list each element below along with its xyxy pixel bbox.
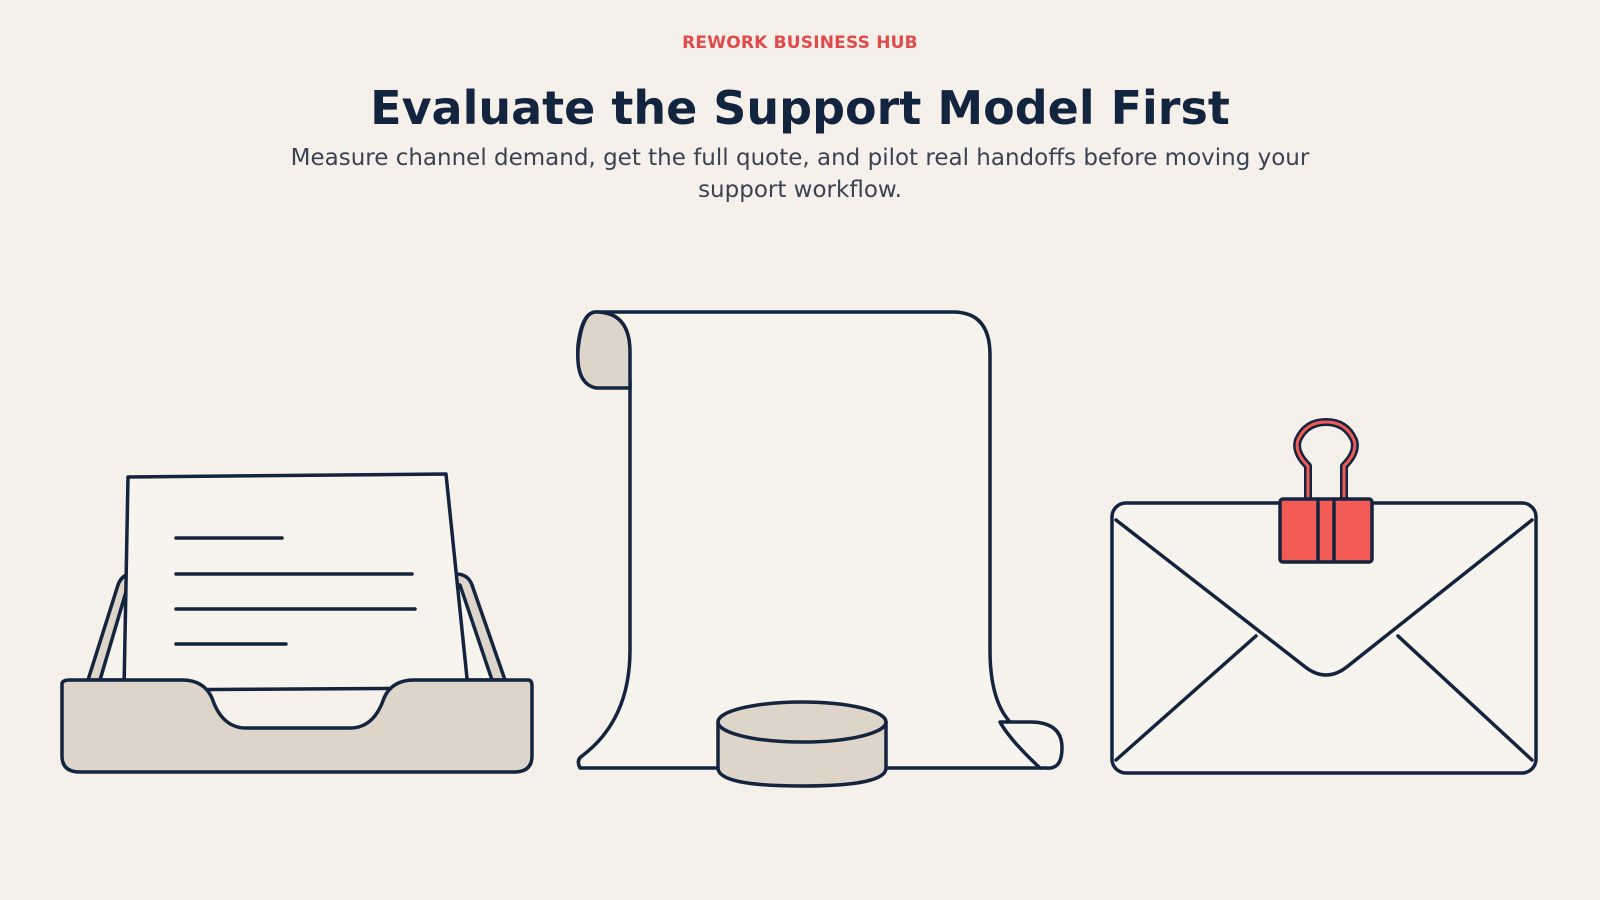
eyebrow-label: REWORK BUSINESS HUB	[682, 33, 918, 53]
inbox-tray-icon	[60, 472, 534, 774]
binder-clip-icon	[1278, 418, 1374, 564]
page-subtitle: Measure channel demand, get the full quo…	[290, 145, 1310, 203]
envelope-icon	[1110, 418, 1538, 775]
page-title: Evaluate the Support Model First	[370, 81, 1230, 135]
paper-scroll-icon	[576, 310, 1064, 788]
